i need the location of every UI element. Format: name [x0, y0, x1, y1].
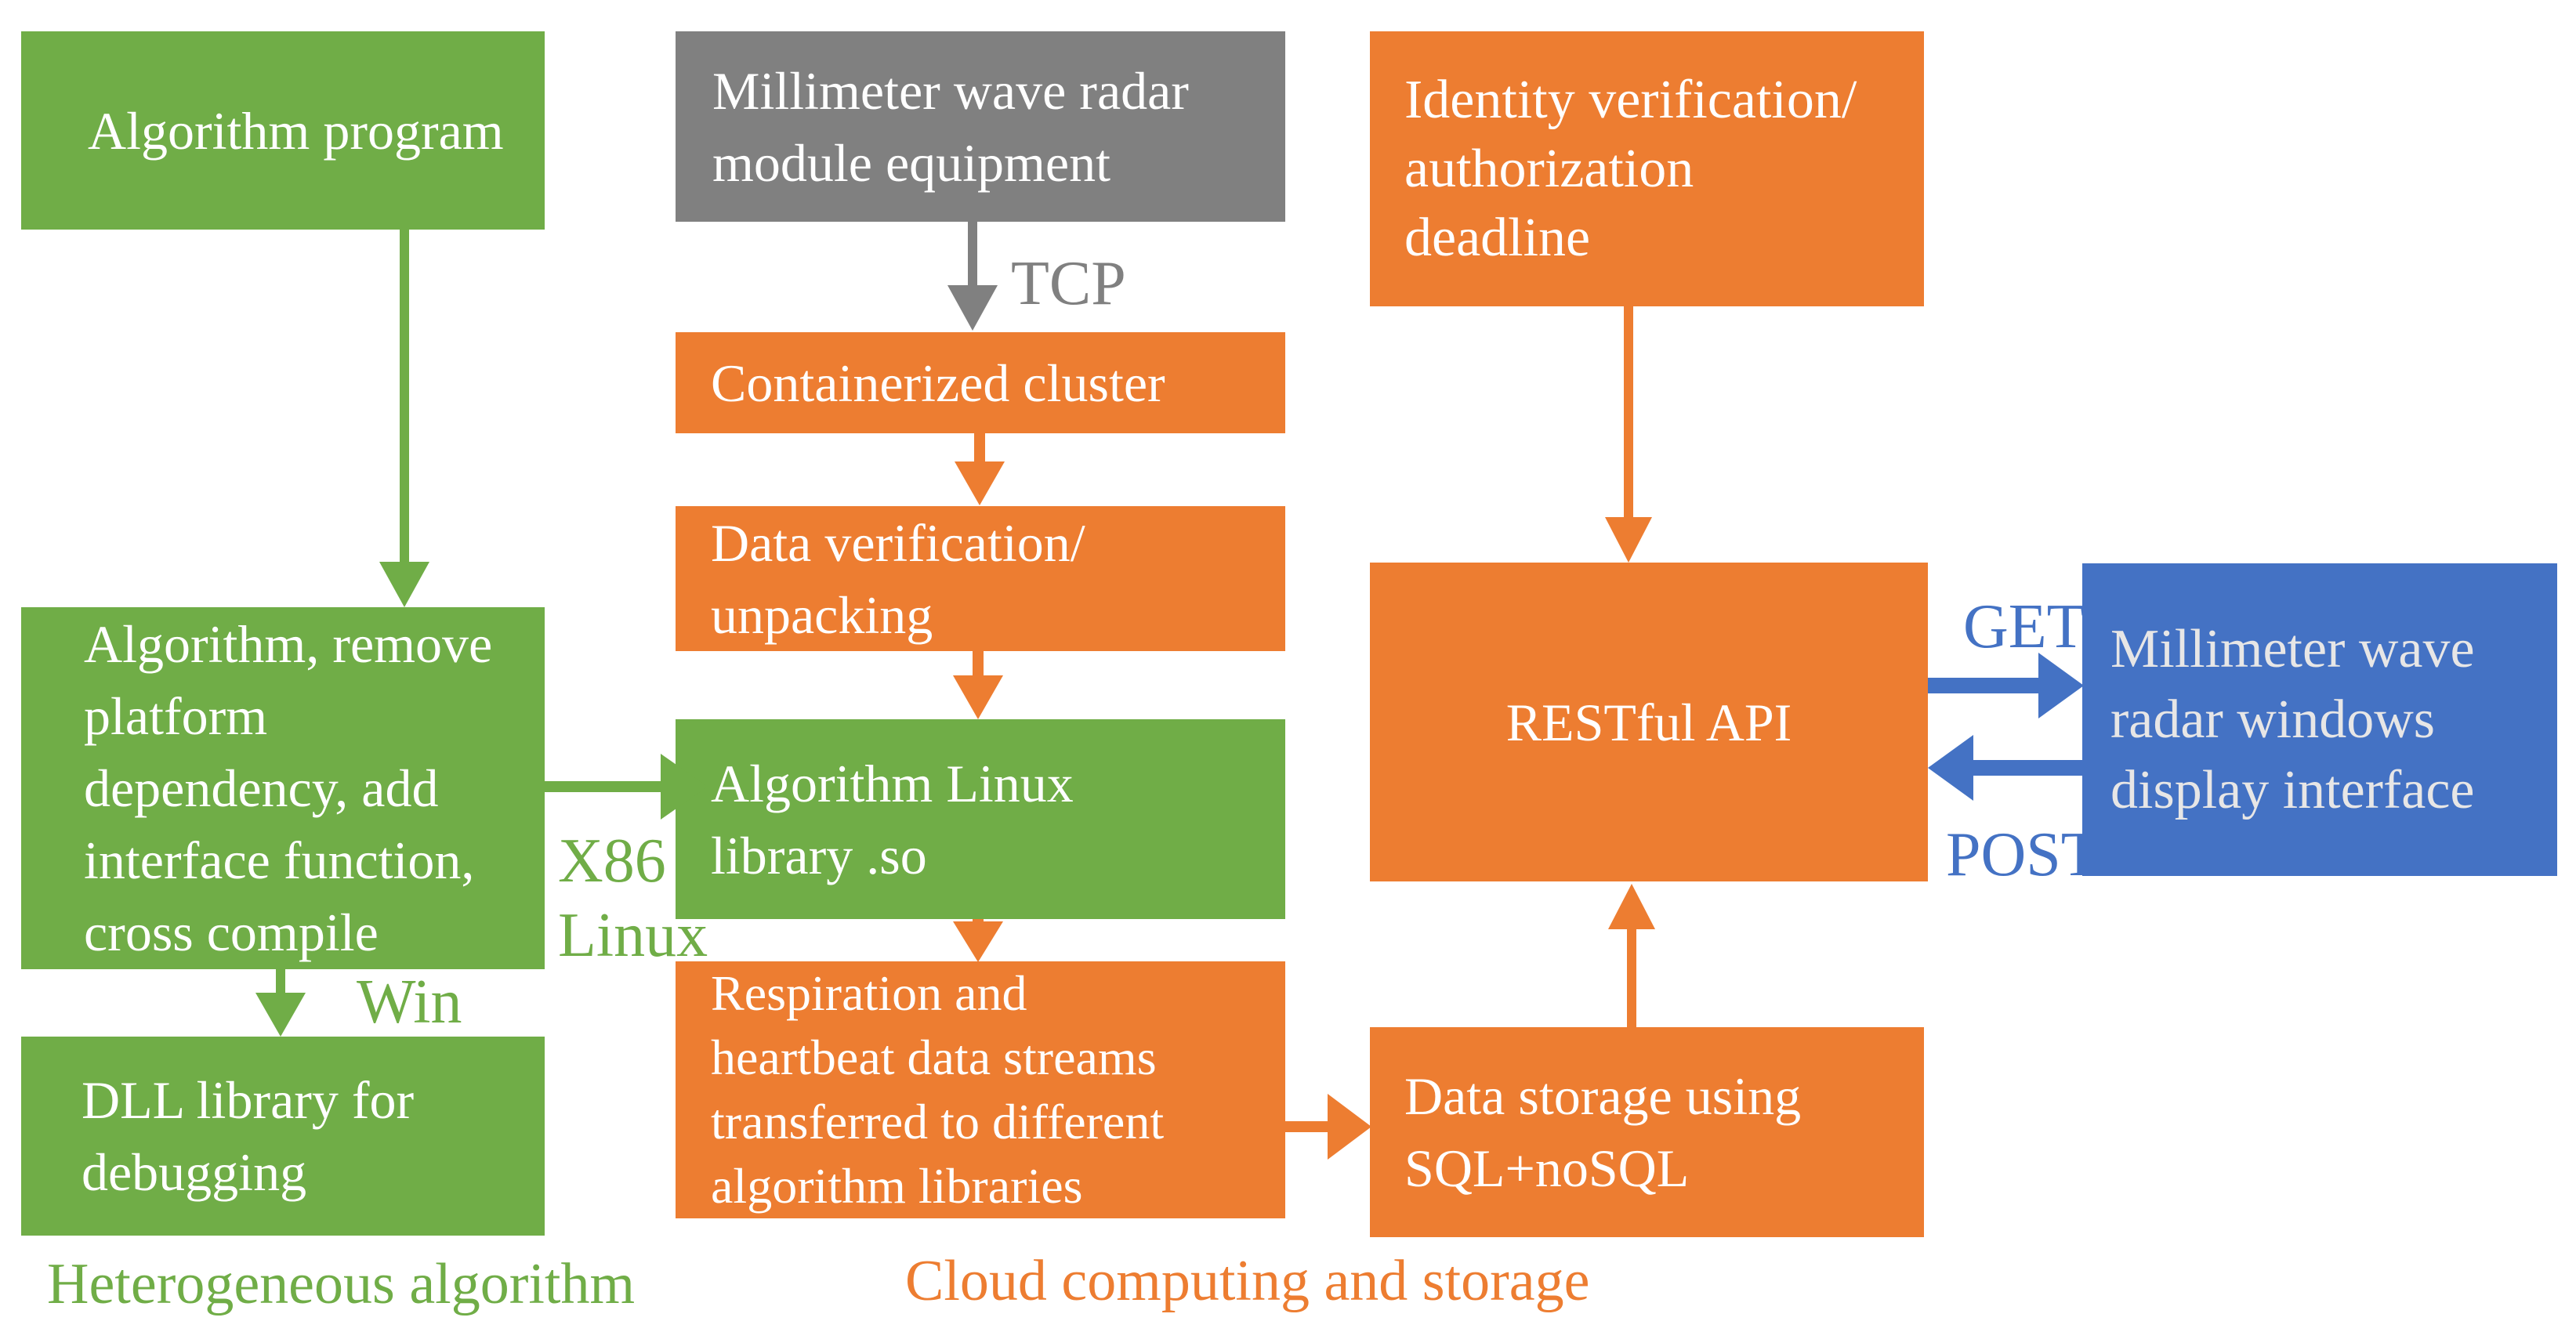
node-algorithm-program-label: Algorithm program [88, 100, 504, 161]
node-data-verification: Data verification/ unpacking [676, 506, 1285, 651]
node-respiration-streams-label: Respiration and heartbeat data streams t… [711, 965, 1165, 1214]
node-radar-equipment-label: Millimeter wave radar module equipment [712, 60, 1189, 193]
label-x86-linux: X86 Linux [558, 827, 708, 970]
node-algorithm-cross-compile-label: Algorithm, remove platform dependency, a… [84, 614, 493, 962]
node-algorithm-linux-library-label: Algorithm Linux library .so [711, 753, 1074, 885]
node-data-storage: Data storage using SQL+noSQL [1370, 1027, 1924, 1237]
node-dll-library-label: DLL library for debugging [82, 1070, 415, 1202]
node-radar-display: Millimeter wave radar windows display in… [2082, 563, 2557, 876]
caption-heterogeneous-algorithm: Heterogeneous algorithm [47, 1252, 636, 1316]
label-win: Win [357, 968, 462, 1037]
node-radar-equipment: Millimeter wave radar module equipment [676, 31, 1285, 222]
node-algorithm-program: Algorithm program [21, 31, 545, 230]
node-identity-verification-label: Identity verification/ authorization dea… [1404, 69, 1857, 268]
node-identity-verification: Identity verification/ authorization dea… [1370, 31, 1924, 306]
node-respiration-streams: Respiration and heartbeat data streams t… [676, 961, 1285, 1218]
node-radar-display-label: Millimeter wave radar windows display in… [2110, 618, 2475, 820]
node-restful-api-label: RESTful API [1505, 692, 1792, 752]
node-algorithm-linux-library: Algorithm Linux library .so [676, 719, 1285, 919]
node-containerized-cluster-label: Containerized cluster [711, 353, 1165, 413]
label-post: POST [1946, 820, 2100, 889]
label-get: GET [1963, 592, 2085, 661]
node-dll-library: DLL library for debugging [21, 1037, 545, 1236]
node-restful-api: RESTful API [1370, 563, 1928, 881]
node-data-verification-label: Data verification/ unpacking [711, 512, 1085, 645]
node-algorithm-cross-compile: Algorithm, remove platform dependency, a… [21, 607, 545, 969]
node-data-storage-label: Data storage using SQL+noSQL [1404, 1066, 1802, 1198]
label-tcp: TCP [1011, 249, 1126, 318]
caption-cloud-computing-storage: Cloud computing and storage [905, 1249, 1590, 1313]
node-containerized-cluster: Containerized cluster [676, 332, 1285, 433]
